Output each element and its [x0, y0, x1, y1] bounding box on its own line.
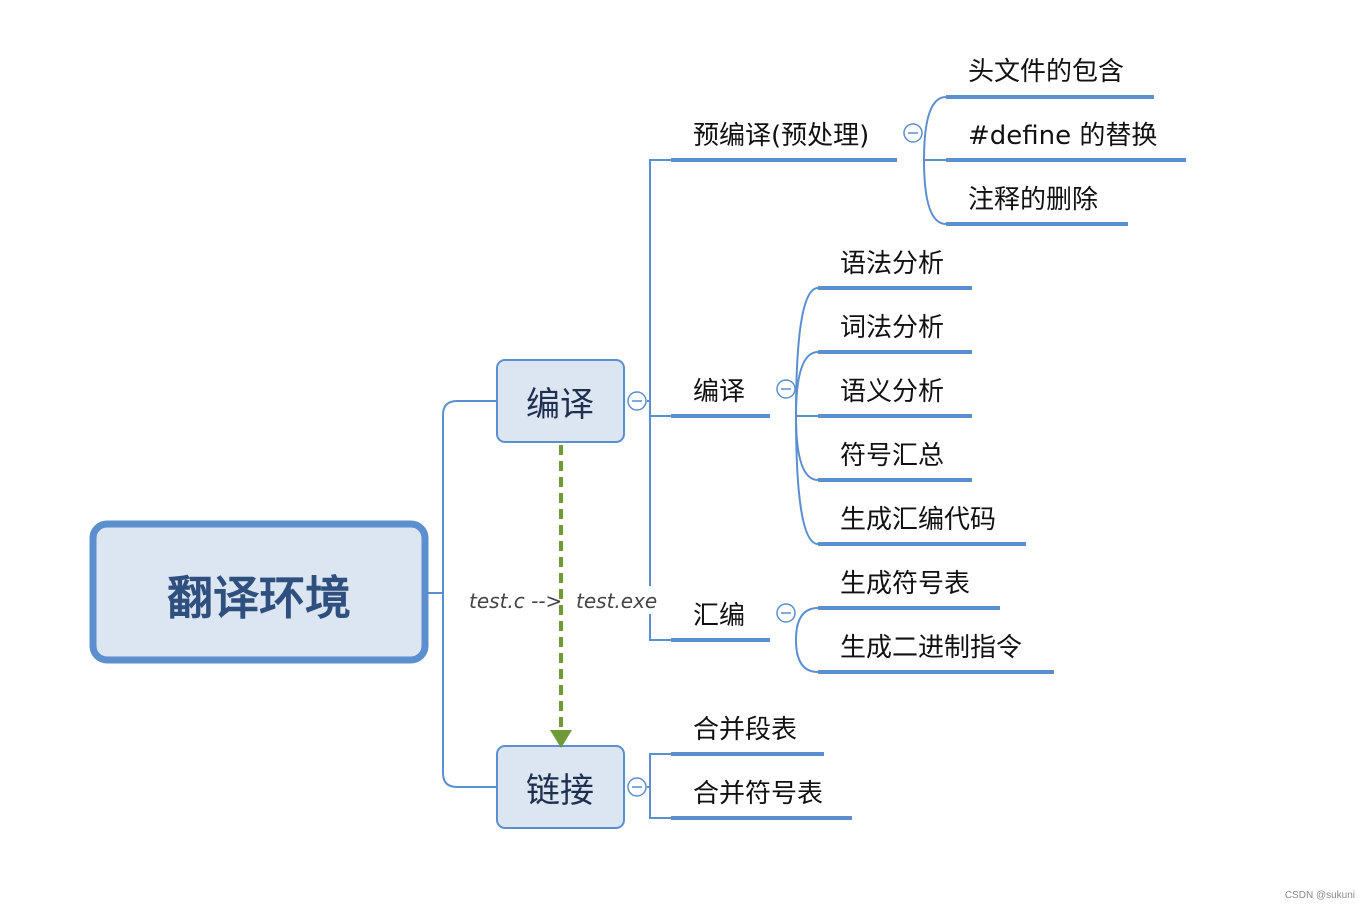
connector-as-2	[795, 639, 819, 673]
collapse-toggle-preprocess[interactable]	[903, 123, 923, 143]
compile-step-label[interactable]: 编译	[693, 377, 745, 407]
connector-as-1	[795, 607, 819, 641]
link-label: 链接	[526, 771, 594, 811]
collapse-toggle-compile[interactable]	[627, 391, 647, 411]
assemble-child-label[interactable]: 生成符号表	[840, 569, 970, 599]
connector-link-1	[647, 753, 671, 788]
compile-label: 编译	[526, 385, 594, 425]
connector-pre-3	[923, 159, 947, 225]
assemble-child-label[interactable]: 生成二进制指令	[840, 633, 1022, 663]
underlines	[671, 95, 1186, 820]
compile-step-child-label[interactable]: 语法分析	[840, 249, 944, 279]
connector-cs-4	[795, 415, 819, 481]
root-label: 翻译环境	[167, 571, 351, 625]
relation-arrow	[550, 445, 572, 748]
preprocess-label[interactable]: 预编译(预处理)	[693, 121, 869, 151]
connector-compile-preprocess	[647, 159, 671, 402]
collapse-toggles	[627, 123, 923, 797]
link-child-label[interactable]: 合并符号表	[693, 779, 823, 809]
arrow-note-from: test.c -->	[469, 589, 562, 613]
preprocess-child-label[interactable]: 头文件的包含	[968, 57, 1124, 87]
preprocess-child-label[interactable]: 注释的删除	[968, 185, 1098, 215]
arrow-note-bg-left	[465, 586, 555, 614]
compile-step-child-label[interactable]: 生成汇编代码	[840, 505, 996, 535]
connector-link-2	[649, 787, 671, 819]
connector-compile-assemble	[649, 416, 671, 641]
compile-step-child-label[interactable]: 符号汇总	[840, 441, 944, 471]
assemble-label[interactable]: 汇编	[693, 601, 745, 631]
arrow-note-to: test.exe	[576, 589, 657, 613]
collapse-toggle-link[interactable]	[627, 777, 647, 797]
connector-root-link	[442, 593, 497, 788]
root-node[interactable]: 翻译环境	[89, 520, 429, 664]
compile-node[interactable]: 编译	[496, 359, 625, 443]
preprocess-child-label[interactable]: #define 的替换	[968, 121, 1157, 151]
watermark: CSDN @sukuni	[1284, 890, 1355, 901]
link-child-label[interactable]: 合并段表	[693, 715, 797, 745]
connector-pre-1	[923, 96, 947, 161]
connector-cs-2	[795, 351, 819, 417]
compile-step-child-label[interactable]: 词法分析	[840, 313, 944, 343]
compile-step-child-label[interactable]: 语义分析	[840, 377, 944, 407]
connector-cs-5	[795, 415, 819, 545]
collapse-toggle-compile-step[interactable]	[776, 379, 796, 399]
connector-root-compile	[427, 400, 497, 594]
arrow-note-bg-right	[570, 586, 656, 614]
connectors	[427, 96, 947, 819]
connector-compile-compile	[649, 401, 671, 417]
collapse-toggle-assemble[interactable]	[776, 603, 796, 623]
link-node[interactable]: 链接	[496, 745, 625, 829]
